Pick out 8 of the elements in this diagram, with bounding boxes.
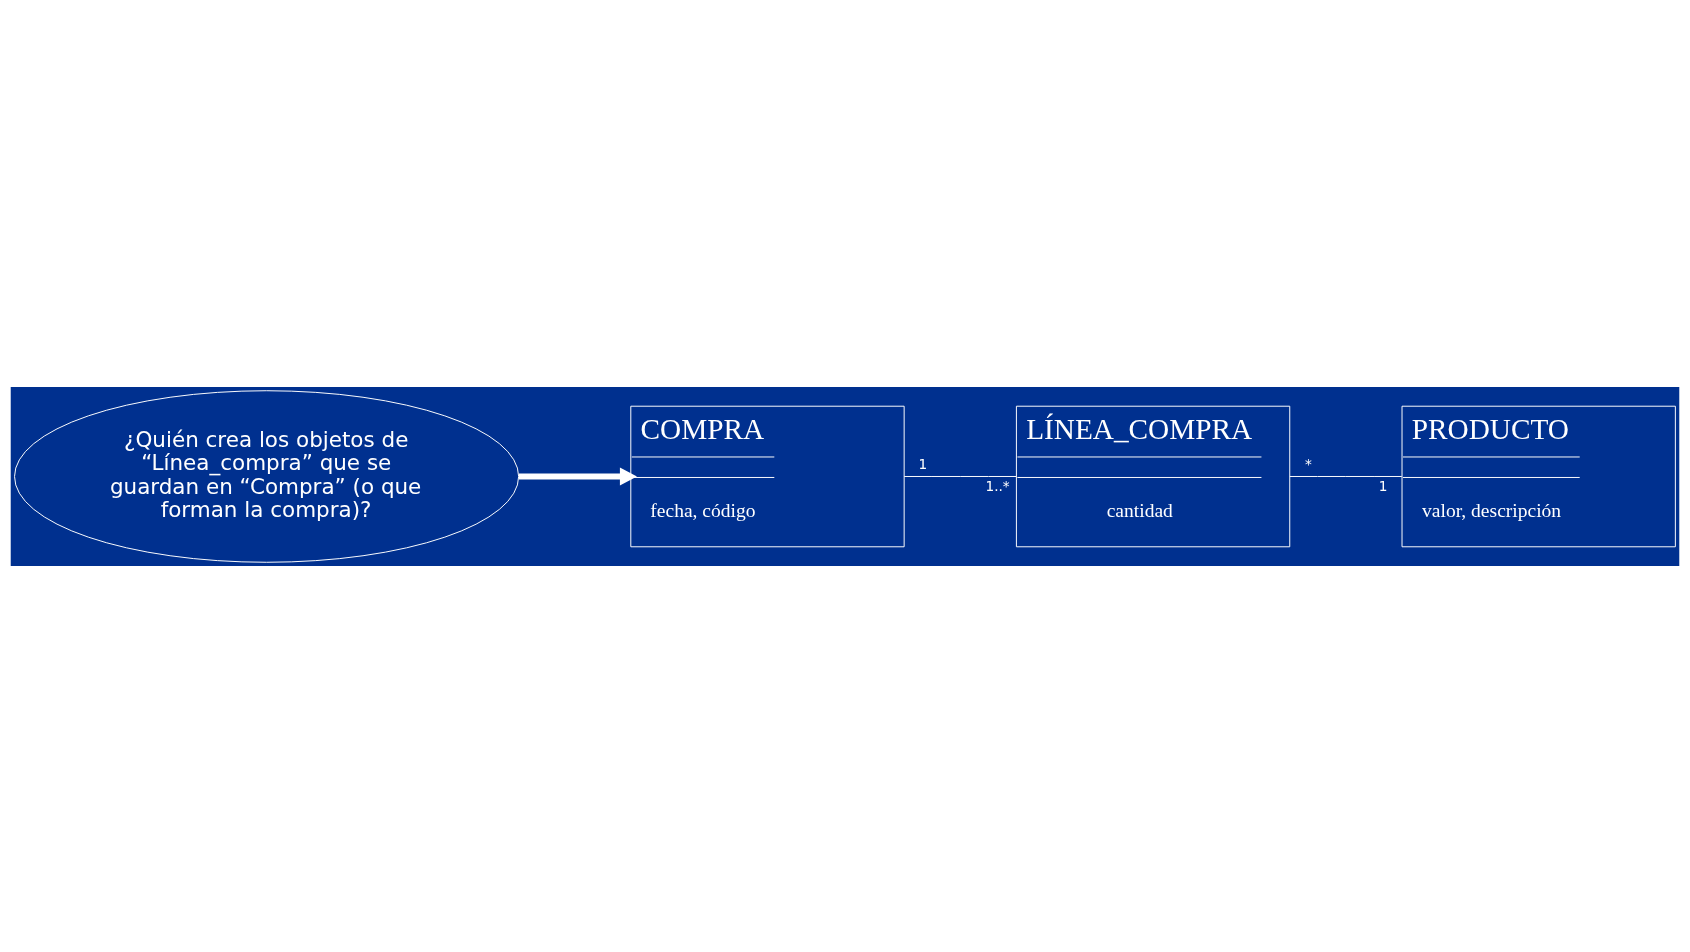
label: 1 (918, 455, 928, 472)
label: 1..* (985, 477, 1010, 494)
label: 1 (1378, 477, 1388, 494)
connector (1289, 475, 1403, 477)
label: * (1305, 455, 1312, 472)
node-ellipse: ¿Quién crea los objetos de “Línea_compra” que se guardan en “Compra” (o que forman la compra)? (14, 389, 520, 563)
arrow (518, 467, 637, 485)
connector (903, 475, 1017, 477)
